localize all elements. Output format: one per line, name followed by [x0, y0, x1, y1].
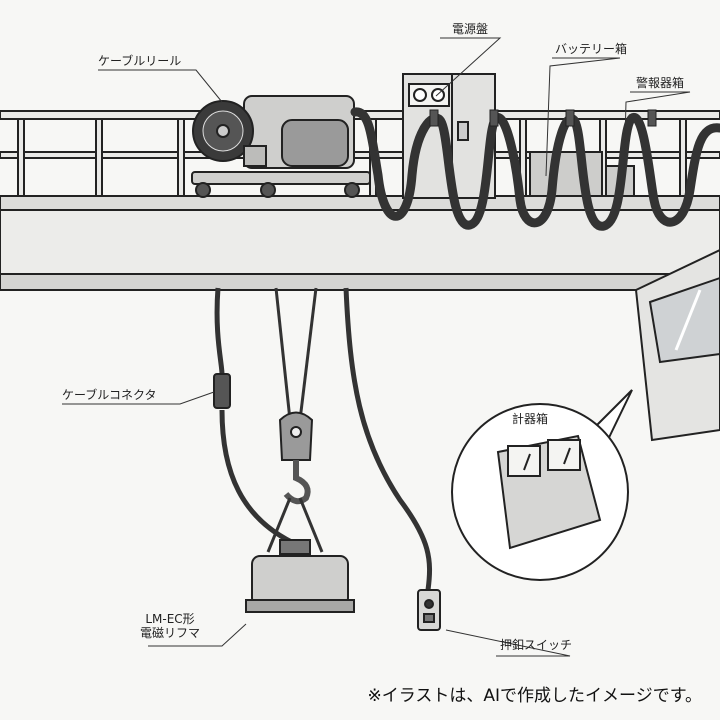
label-push-switch: 押釦スイッチ: [500, 638, 573, 652]
label-meter-box: 計器箱: [512, 412, 549, 426]
label-cable-connector: ケーブルコネクタ: [62, 388, 157, 402]
label-lifting-magnet: LM-EC形 電磁リフマ: [140, 612, 200, 640]
leader-lines: [62, 37, 691, 657]
festoon-cable: [350, 107, 720, 231]
label-alarm-box: 警報器箱: [636, 76, 685, 90]
label-battery-box: バッテリー箱: [555, 42, 628, 56]
hook-block: [278, 411, 314, 505]
label-magnet-name: 電磁リフマ: [140, 626, 201, 640]
cable-reel-unit: [191, 95, 371, 198]
label-power-panel: 電源盤: [452, 22, 489, 36]
meter-box-callout: [451, 389, 633, 581]
lifting-magnet: [245, 539, 355, 613]
crane-girder: [0, 110, 720, 291]
pendant-cable: [343, 287, 432, 591]
ai-illustration-note: ※イラストは、AIで作成したイメージです。: [367, 686, 702, 706]
cable-hangers: [429, 109, 657, 127]
cable-connector-part: [213, 373, 231, 409]
push-switch-unit: [417, 589, 441, 631]
operator-cab: [634, 248, 720, 442]
hoist-ropes: [274, 287, 318, 421]
battery-box: [529, 151, 603, 197]
sling-chains: [266, 497, 324, 553]
label-magnet-model: LM-EC形: [145, 612, 195, 626]
label-cable-reel: ケーブルリール: [98, 54, 182, 68]
